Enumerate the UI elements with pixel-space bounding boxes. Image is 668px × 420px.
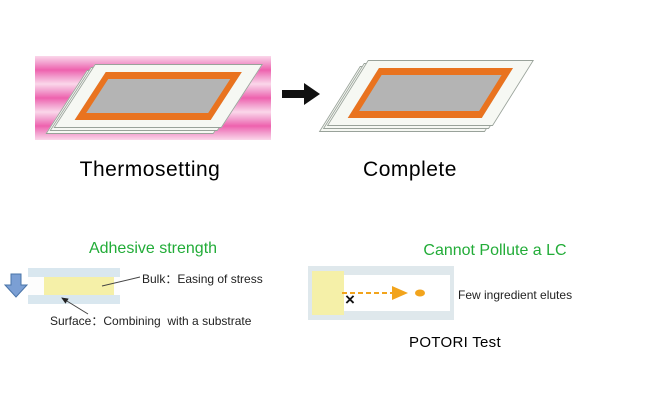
- pollution-test-diagram: [308, 266, 454, 320]
- press-down-arrow-icon: [3, 273, 29, 298]
- surface-arrow: [61, 297, 89, 315]
- process-right-arrow-icon: [282, 83, 320, 105]
- adhesive-strength-title: Adhesive strength: [88, 240, 218, 257]
- blocked-x-mark: ×: [345, 290, 355, 309]
- sealant-block: [312, 271, 344, 315]
- potori-test-label: POTORI Test: [409, 334, 501, 351]
- few-ingredient-label: Few ingredient elutes: [458, 288, 573, 302]
- bulk-leader-line: [101, 276, 141, 287]
- orange-seal-frame: [74, 72, 242, 120]
- ingredient-dot: [415, 289, 425, 297]
- substrate-bottom-layer: [28, 295, 120, 304]
- orange-seal-frame: [347, 68, 514, 118]
- adhesive-bulk-block: [44, 277, 114, 295]
- cannot-pollute-title: Cannot Pollute a LC: [423, 242, 567, 259]
- adhesive-layer-diagram: [28, 268, 120, 304]
- thermosetting-label: Thermosetting: [79, 158, 221, 181]
- surface-label: Surface：Combining with a substrate: [50, 314, 252, 328]
- elution-arrow-icon: [342, 286, 425, 300]
- bulk-label: Bulk：Easing of stress: [142, 272, 263, 286]
- leader-lines: [61, 276, 141, 315]
- substrate-top-layer: [28, 268, 120, 277]
- complete-label: Complete: [363, 158, 457, 181]
